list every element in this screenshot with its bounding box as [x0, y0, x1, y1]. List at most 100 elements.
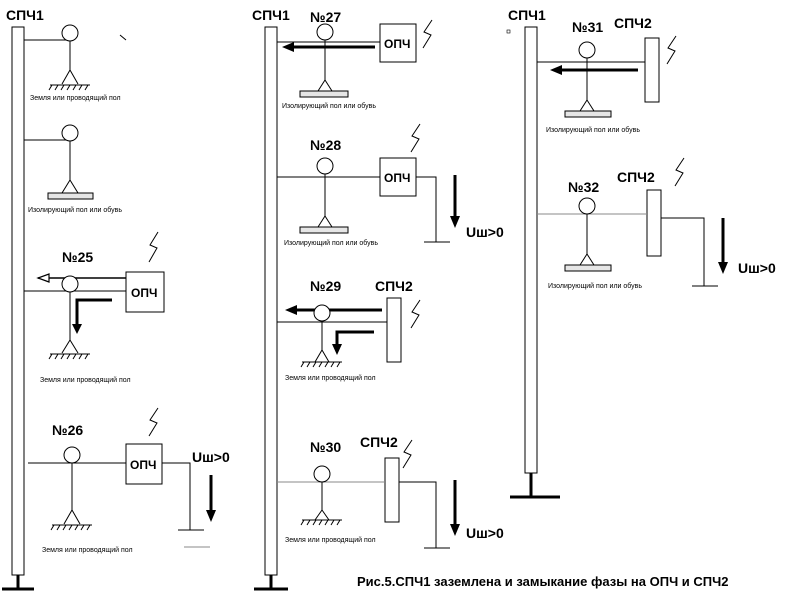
opch-box-26: [125, 443, 163, 485]
opch-box-27: [379, 23, 417, 63]
person-head-31: [578, 41, 596, 59]
insulating-platform-27: [299, 90, 349, 98]
opch-label-27: ОПЧ: [384, 37, 410, 51]
spch2-panel-29: [386, 297, 402, 363]
box-ground-wire-28: [416, 176, 437, 242]
person-leg-31a: [579, 99, 588, 112]
person-leg-25b: [69, 339, 79, 354]
person-leg-32b: [586, 253, 595, 266]
ground-hatch-a: [48, 84, 89, 91]
spch2-label-31: СПЧ2: [614, 15, 652, 31]
spch2-label-32: СПЧ2: [617, 169, 655, 185]
person-leg-31b: [586, 99, 595, 112]
person-head-26: [63, 446, 81, 464]
person-head-27: [316, 23, 334, 41]
lightning-icon-32: [674, 157, 685, 187]
person-leg-25a: [61, 339, 71, 354]
floor-label-26: Земля или проводящий пол: [42, 546, 133, 554]
panel-ground-wire-32: [661, 217, 705, 286]
person-head-29: [313, 304, 331, 322]
floor-label-25: Земля или проводящий пол: [40, 376, 131, 384]
lightning-icon-26: [148, 407, 159, 437]
current-path-25: [75, 298, 112, 326]
insulating-platform-28: [299, 226, 349, 234]
opch-box-25: [125, 271, 165, 313]
spch1-post-2: [264, 26, 278, 576]
insulating-platform-31: [564, 110, 612, 118]
opch-label-26: ОПЧ: [130, 458, 156, 472]
uw-label-26: Uш>0: [192, 449, 230, 465]
floor-label-27: Изолирующий пол или обувь: [282, 102, 376, 110]
ground-hatch-29: [300, 361, 341, 368]
lightning-icon-27: [422, 19, 433, 49]
person-leg-a2: [69, 69, 79, 85]
spch1-label-3: СПЧ1: [508, 7, 546, 23]
person-leg-27a: [317, 79, 326, 92]
floor-label-b: Изолирующий пол или обувь: [28, 206, 122, 214]
spch2-panel-31: [644, 37, 660, 103]
opch-box-28: [379, 157, 417, 197]
spch2-label-29: СПЧ2: [375, 278, 413, 294]
insulating-platform-b: [47, 192, 94, 200]
current-arrowhead-31: [550, 65, 562, 75]
current-arrowhead-27: [282, 42, 294, 52]
ground-hatch-25: [48, 353, 89, 360]
current-arrowhead-25: [72, 324, 82, 334]
current-arrowhead-29b: [332, 344, 342, 355]
figure-number-26: №26: [52, 422, 83, 438]
person-leg-b2: [69, 179, 79, 194]
figure-number-29: №29: [310, 278, 341, 294]
figure-number-32: №32: [568, 179, 599, 195]
stray-mark: [119, 34, 127, 41]
current-path-29: [335, 330, 374, 346]
person-leg-29b: [321, 349, 330, 363]
spch2-panel-30: [384, 457, 400, 523]
person-leg-30b: [321, 509, 330, 521]
person-leg-29a: [314, 349, 323, 363]
floor-label-29: Земля или проводящий пол: [285, 374, 376, 382]
person-leg-27b: [324, 79, 333, 92]
panel-ground-wire-30: [399, 481, 437, 548]
figure-number-30: №30: [310, 439, 341, 455]
figure-number-27: №27: [310, 9, 341, 25]
lightning-icon-29: [410, 299, 421, 329]
person-leg-30a: [314, 509, 323, 521]
spch1-label-2: СПЧ1: [252, 7, 290, 23]
person-head-28: [316, 157, 334, 175]
uw-label-30: Uш>0: [466, 525, 504, 541]
floor-label-31: Изолирующий пол или обувь: [546, 126, 640, 134]
person-leg-26a: [63, 509, 73, 525]
opch-label-28: ОПЧ: [384, 171, 410, 185]
lightning-icon-30: [402, 439, 413, 469]
person-head-25: [61, 275, 79, 293]
uw-arrowhead-32: [718, 262, 728, 274]
person-leg-28a: [317, 215, 326, 228]
floor-label-a: Земля или проводящий пол: [30, 94, 121, 102]
spch1-post-3: [524, 26, 538, 474]
current-arrowhead-29: [285, 305, 297, 315]
uw-arrowhead-28: [450, 216, 460, 228]
figure-number-25: №25: [62, 249, 93, 265]
person-leg-a1: [61, 69, 71, 85]
uw-arrowhead-26: [206, 510, 216, 522]
spch2-label-30: СПЧ2: [360, 434, 398, 450]
lightning-icon-25: [148, 231, 159, 263]
spch2-panel-32: [646, 189, 662, 257]
uw-arrowhead-30: [450, 524, 460, 536]
stray-dot: [506, 29, 511, 34]
spch1-label-1: СПЧ1: [6, 7, 44, 23]
person-head-b: [61, 124, 79, 142]
ground-hatch-30: [300, 519, 341, 526]
lightning-icon-28: [410, 123, 421, 153]
floor-label-28: Изолирующий пол или обувь: [284, 239, 378, 247]
figure-caption: Рис.5.СПЧ1 заземлена и замыкание фазы на…: [357, 574, 729, 589]
figure-number-28: №28: [310, 137, 341, 153]
person-head-a: [61, 24, 79, 42]
person-leg-b1: [61, 179, 71, 194]
uw-label-28: Uш>0: [466, 224, 504, 240]
floor-label-30: Земля или проводящий пол: [285, 536, 376, 544]
opch-label-25: ОПЧ: [131, 286, 157, 300]
person-leg-32a: [579, 253, 588, 266]
box-ground-wire-26: [162, 462, 191, 530]
